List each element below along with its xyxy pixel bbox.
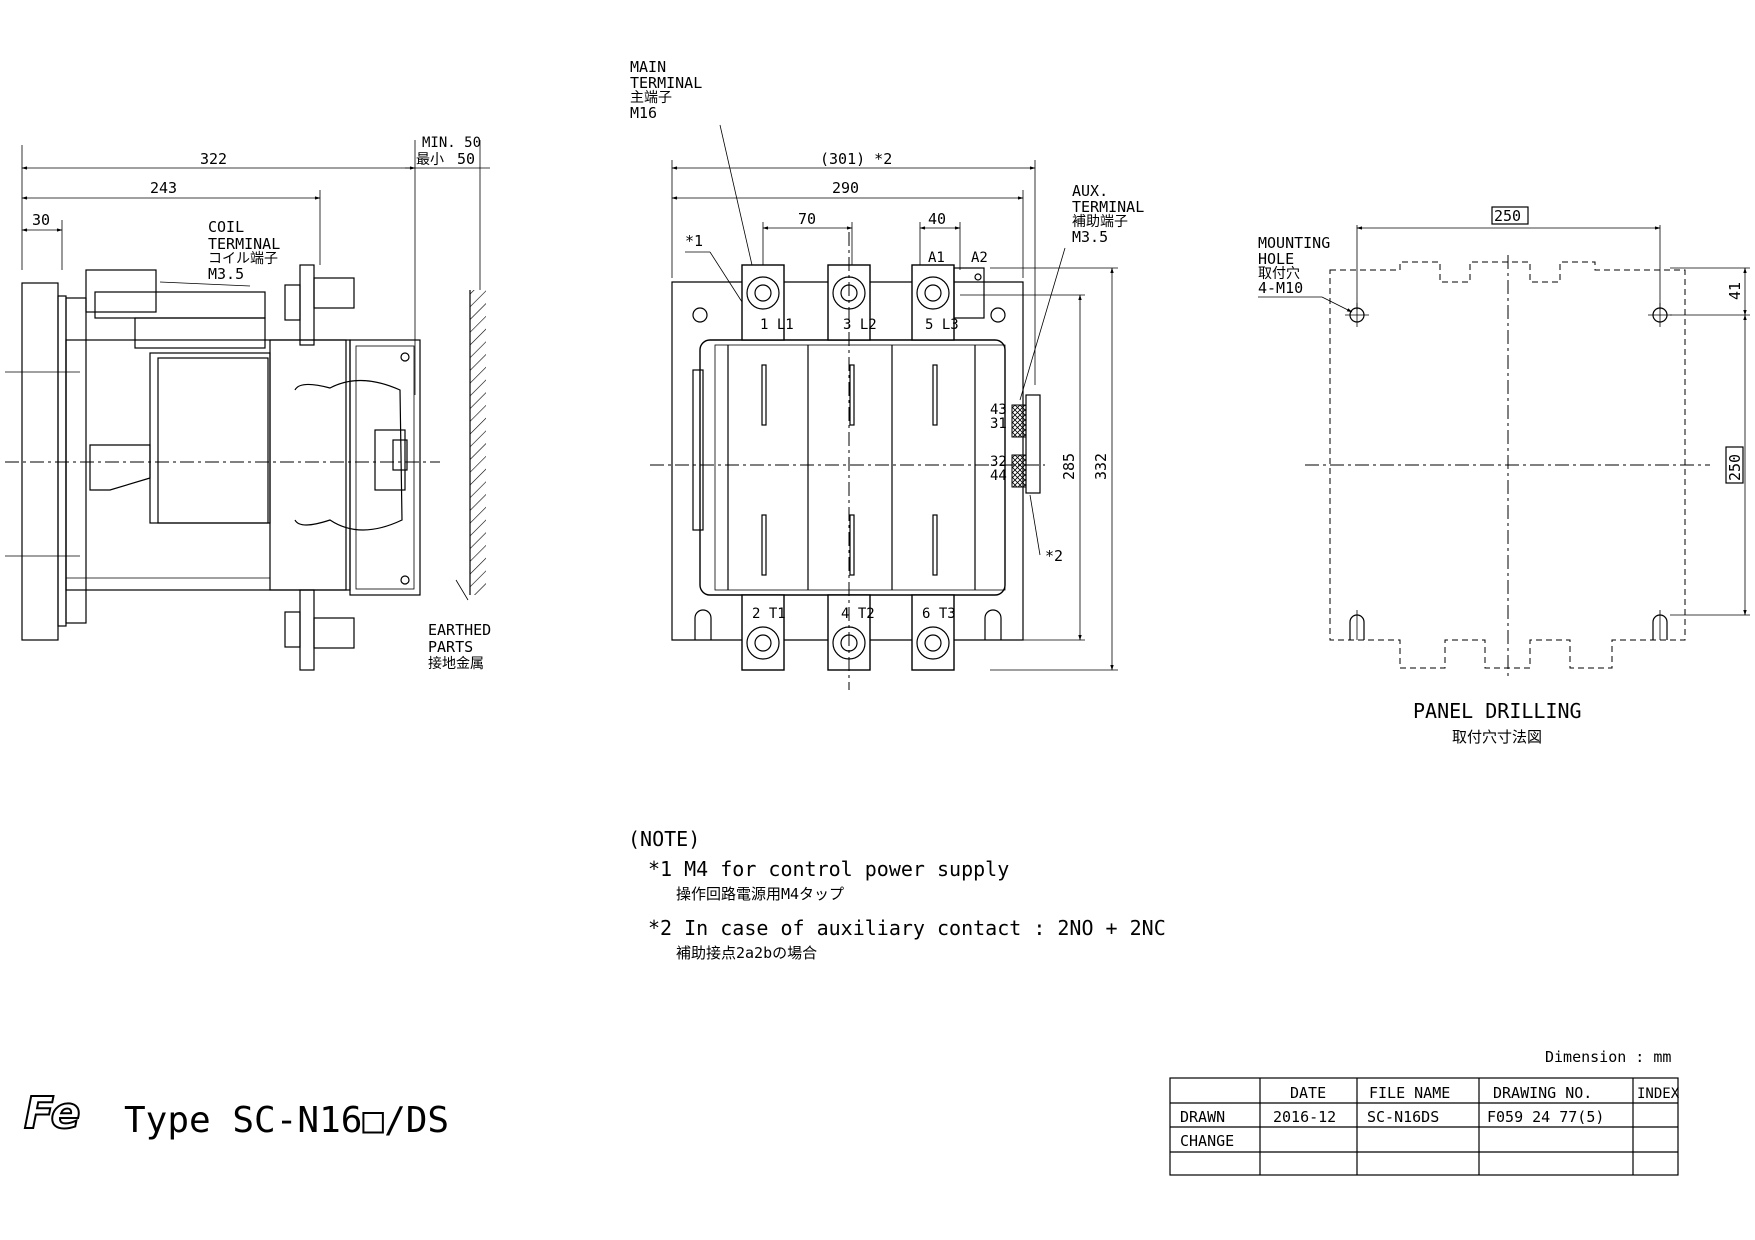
dim-250-v: 250 [1726,454,1744,481]
th-file-name: FILE NAME [1369,1084,1450,1102]
note-heading: (NOTE) [628,827,700,851]
coil-a2: A2 [971,250,988,266]
aux-terminal-2: TERMINAL [1072,198,1144,216]
label-l1: 1 L1 [760,317,794,333]
dim-285: 285 [1060,453,1078,480]
main-terminal-2: TERMINAL [630,74,702,92]
footer: Fe Type SC-N16□/DS Dimension : mm DATE F… [23,1048,1680,1176]
aux-31: 31 [990,416,1007,432]
dim-40: 40 [928,210,946,228]
star1-label: *1 [685,232,703,250]
aux-44: 44 [990,468,1007,484]
min-value: 50 [457,150,475,168]
note-1: *1 M4 for control power supply [648,857,1009,881]
row-drawn-drawing: F059 24 77(5) [1487,1108,1604,1126]
label-t2: 4 T2 [841,606,875,622]
row-drawn-file: SC-N16DS [1367,1108,1439,1126]
earthed-1: EARTHED [428,621,491,639]
star2-label: *2 [1045,547,1063,565]
earthed-3: 接地金属 [428,655,484,672]
dim-30: 30 [32,211,50,229]
dimension-unit: Dimension : mm [1545,1048,1671,1066]
dim-243: 243 [150,179,177,197]
main-terminal-4: M16 [630,104,657,122]
row-drawn-date: 2016-12 [1273,1108,1336,1126]
notes: (NOTE) *1 M4 for control power supply 操作… [628,827,1166,962]
dim-332: 332 [1092,453,1110,480]
dim-70: 70 [798,210,816,228]
mounting-hole-4: 4-M10 [1258,279,1303,297]
main-terminal-1: MAIN [630,58,666,76]
min-label: MIN. 50 [422,135,481,151]
coil-terminal-3: コイル端子 [208,251,278,267]
dim-290: 290 [832,179,859,197]
fe-logo: Fe [24,1088,80,1139]
th-drawing-no: DRAWING NO. [1493,1084,1592,1102]
title-block: DATE FILE NAME DRAWING NO. INDEX DRAWN 2… [1169,1077,1680,1176]
coil-a1: A1 [928,250,945,266]
row-drawn-label: DRAWN [1180,1108,1225,1126]
note-1-jp: 操作回路電源用M4タップ [676,885,844,903]
pole-slots [761,364,938,576]
th-date: DATE [1290,1084,1326,1102]
aux-32: 32 [990,454,1007,470]
panel-drilling-title-jp: 取付穴寸法図 [1452,728,1542,746]
label-l2: 3 L2 [843,317,877,333]
coil-terminal-2: TERMINAL [208,235,280,253]
dim-322: 322 [200,150,227,168]
mounting-hole-1: MOUNTING [1258,234,1330,252]
type-text: Type SC-N16□/DS [124,1100,449,1141]
side-view: 322 243 30 MIN. 50 最小 50 COIL TERMINAL コ… [5,135,491,672]
label-t1: 2 T1 [752,606,786,622]
dim-301: (301) *2 [820,150,892,168]
dim-41: 41 [1726,282,1744,300]
panel-drilling: 250 41 250 MOUNTING HOLE 取付穴 4-M10 PANEL… [1258,206,1750,746]
mounting-hole-2: HOLE [1258,250,1294,268]
label-l3: 5 L3 [925,317,959,333]
mounting-hole-3: 取付穴 [1258,266,1300,282]
th-index: INDEX [1637,1086,1680,1102]
coil-terminal-1: COIL [208,218,244,236]
row-change-label: CHANGE [1180,1132,1234,1150]
earthed-2: PARTS [428,638,473,656]
aux-terminal-3: 補助端子 [1072,214,1128,230]
note-2: *2 In case of auxiliary contact : 2NO + … [648,916,1166,940]
note-2-jp: 補助接点2a2bの場合 [676,944,817,962]
front-view: MAIN TERMINAL 主端子 M16 (301) *2 290 70 40… [630,58,1144,690]
aux-terminal-4: M3.5 [1072,228,1108,246]
label-t3: 6 T3 [922,606,956,622]
min-jp: 最小 [416,152,444,168]
main-terminal-3: 主端子 [630,90,672,106]
dim-250-h: 250 [1494,207,1521,225]
aux-43: 43 [990,402,1007,418]
panel-drilling-title: PANEL DRILLING [1413,699,1582,723]
aux-terminal-1: AUX. [1072,182,1108,200]
coil-terminal-4: M3.5 [208,265,244,283]
